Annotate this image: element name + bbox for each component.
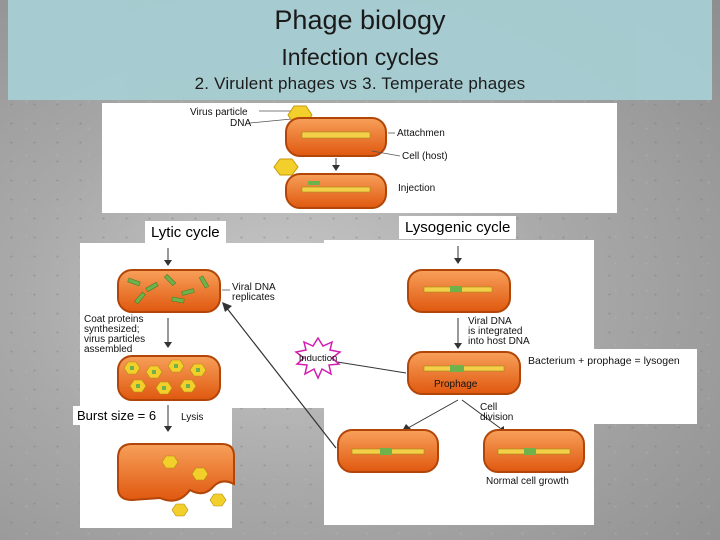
prophage-dna (450, 365, 464, 372)
host-dna (301, 131, 371, 139)
lysogen-note-panel (518, 349, 697, 424)
empty-phage-icon (273, 158, 299, 176)
viral-dna-replicates-label: Viral DNA replicates (232, 282, 278, 303)
leader-line (371, 150, 401, 157)
title-banner: Phage biology Infection cycles 2. Virule… (8, 0, 712, 100)
prophage-label: Prophage (434, 379, 478, 390)
page-subtitle: Infection cycles (281, 44, 439, 70)
dna-label: DNA (230, 118, 251, 129)
lysogenic-cycle-label: Lysogenic cycle (399, 216, 517, 239)
flow-arrowhead (222, 302, 232, 312)
flow-arrowhead (454, 343, 462, 349)
prophage-dna (524, 448, 536, 455)
burst-size-label: Burst size = 6 (73, 406, 161, 425)
lysis-label: Lysis (181, 412, 203, 423)
section-heading: 2. Virulent phages vs 3. Temperate phage… (194, 74, 526, 93)
normal-growth-label: Normal cell growth (486, 476, 569, 487)
induction-label: Induction (299, 353, 338, 364)
induction-burst-icon (294, 336, 342, 380)
division-arrow-left (407, 399, 459, 429)
virus-particle-label: Virus particle (190, 107, 248, 118)
flow-arrowhead (332, 165, 340, 171)
lytic-label-panel (232, 243, 324, 408)
prophage-dna (380, 448, 392, 455)
lytic-cell-replication (117, 269, 221, 313)
injection-label: Injection (398, 183, 435, 194)
cell-division-label: Cell division (480, 402, 513, 423)
cell-host-label: Cell (host) (402, 151, 448, 162)
attachment-injection-panel: Virus particle DNA Attachmen Cell (host)… (102, 103, 617, 213)
coat-proteins-label: Coat proteins synthesized; virus particl… (84, 314, 148, 355)
flow-arrowhead (164, 260, 172, 266)
viral-dna (308, 181, 320, 185)
attachment-injection-diagram: Virus particle DNA Attachmen Cell (host)… (190, 105, 448, 209)
lysed-cell (117, 443, 235, 502)
viral-dna (450, 286, 462, 292)
flow-arrowhead (164, 342, 172, 348)
lytic-cycle-label: Lytic cycle (145, 221, 226, 244)
lysogen-cell (407, 351, 521, 395)
viral-dna-integrated-label: Viral DNA is integrated into host DNA (468, 316, 530, 347)
phage-dna-cores (130, 364, 200, 390)
viral-dna-fragments (127, 273, 210, 305)
induction-arrow (225, 306, 337, 449)
flow-arrowhead (454, 258, 462, 264)
flow-arrowhead (164, 426, 172, 432)
host-dna (301, 186, 371, 193)
division-arrow-right (461, 399, 501, 429)
page-title: Phage biology (274, 5, 446, 35)
released-phages (161, 455, 227, 517)
attachment-label: Attachmen (397, 128, 445, 139)
lysogen-note: Bacterium + prophage = lysogen (528, 355, 680, 367)
